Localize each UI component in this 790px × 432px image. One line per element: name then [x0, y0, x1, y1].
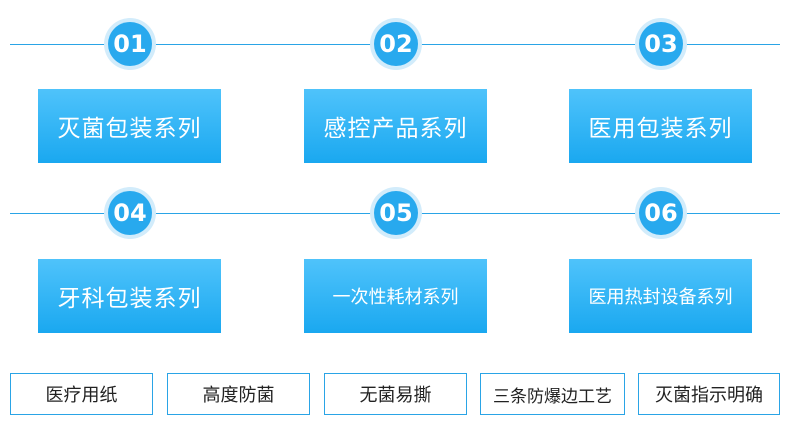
- number-badge-03: 03: [639, 22, 683, 66]
- category-card-sterilization-packaging[interactable]: 灭菌包装系列: [38, 89, 221, 163]
- feature-tag-medical-paper: 医疗用纸: [10, 373, 153, 415]
- number-badge-05: 05: [374, 191, 418, 235]
- number-badge-01: 01: [108, 22, 152, 66]
- number-badge-04: 04: [108, 191, 152, 235]
- number-badge-02: 02: [374, 22, 418, 66]
- category-card-disposable-consumables[interactable]: 一次性耗材系列: [304, 259, 487, 333]
- number-badge-06: 06: [639, 191, 683, 235]
- category-card-infection-control[interactable]: 感控产品系列: [304, 89, 487, 163]
- category-card-medical-packaging[interactable]: 医用包装系列: [569, 89, 752, 163]
- feature-tag-burst-proof-edges: 三条防爆边工艺: [480, 373, 625, 415]
- category-card-heat-sealing-equipment[interactable]: 医用热封设备系列: [569, 259, 752, 333]
- feature-tag-antibacterial: 高度防菌: [167, 373, 310, 415]
- category-card-dental-packaging[interactable]: 牙科包装系列: [38, 259, 221, 333]
- feature-tag-sterilization-indicator: 灭菌指示明确: [638, 373, 780, 415]
- feature-tag-easy-peel: 无菌易撕: [324, 373, 467, 415]
